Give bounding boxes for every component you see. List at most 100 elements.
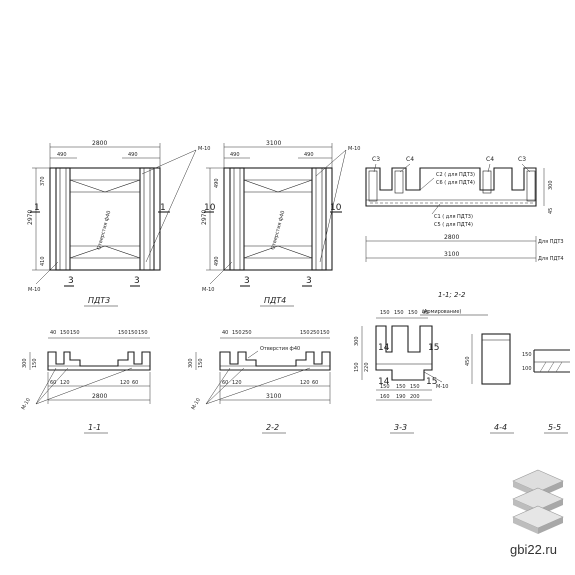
plan-a-d1: 370 [40, 176, 46, 186]
s11-top-d1: 40 [50, 330, 56, 336]
s33-h2: 150 [354, 362, 360, 372]
s11-top-r3: 150 [138, 330, 148, 336]
s11-bot-d2: 120 [60, 380, 70, 386]
section-1-1: 40 150 150 150 150 150 300 150 60 120 12… [21, 330, 151, 434]
section-3-3: 1-1; 2-2 (Армирование) 150 150 150 40 30… [354, 291, 488, 434]
s11-h2: 150 [32, 358, 38, 368]
reinforcement-view: С3 С4 С4 С3 С2 ( для ПДТ3) С6 ( для ПДТ4… [365, 156, 564, 262]
s22-opening: Отверстия ф40 [260, 346, 300, 352]
s22-top-d2: 150 [232, 330, 242, 336]
section-2-2: 40 150 250 150 250 150 300 150 Отверстия… [188, 330, 331, 434]
s33-mark14-a: 14 [378, 343, 390, 353]
plan-a-section-left: 1 [34, 203, 40, 213]
s33-bot2-d2: 190 [396, 394, 406, 400]
s33-mark15-b: 15 [426, 377, 437, 387]
s33-bot-d2: 150 [396, 384, 406, 390]
reinf-note-pdt4: Для ПДТ4 [538, 256, 564, 262]
reinf-width-pdt3: 2800 [444, 234, 459, 241]
plan-a-mark-bottom: М-10 [28, 287, 40, 293]
reinf-c4-left: С4 [406, 156, 414, 163]
reinf-c2: С2 ( для ПДТ3) [436, 172, 475, 178]
s33-h: 300 [354, 336, 360, 346]
plan-b-mark-bottom: М-10 [202, 287, 214, 293]
s22-bot-r2: 60 [312, 380, 318, 386]
reinf-c3-right: С3 [518, 156, 526, 163]
plan-a-height: 2970 [27, 210, 34, 225]
plan-a-section-right: 1 [160, 203, 166, 213]
reinf-c1: С1 ( для ПДТ3) [434, 214, 473, 220]
plan-a-width: 2800 [92, 140, 107, 147]
s11-bot-d1: 60 [50, 380, 56, 386]
plan-b-mark: М-10 [348, 146, 360, 152]
s33-bot2-d1: 160 [380, 394, 390, 400]
plan-b-d1: 490 [214, 178, 220, 188]
s22-top-r3: 150 [320, 330, 330, 336]
s22-bot-d1: 60 [222, 380, 228, 386]
s33-subtitle: (Армирование) [422, 309, 461, 315]
s22-top-r2: 250 [310, 330, 320, 336]
s33-top-d2: 150 [394, 310, 404, 316]
s33-top-d1: 150 [380, 310, 390, 316]
s11-top-d2: 150 [60, 330, 70, 336]
reinf-c3-left: С3 [372, 156, 380, 163]
s11-h: 300 [22, 358, 28, 368]
s22-bot-r1: 120 [300, 380, 310, 386]
plan-b-section-left: 10 [204, 203, 216, 213]
s33-mark: М-10 [436, 384, 448, 390]
plan-a-section-bottom: 3 [68, 276, 74, 286]
s55-d2: 100 [522, 366, 532, 372]
s33-h3: 220 [364, 362, 370, 372]
s22-length: 3100 [266, 393, 281, 400]
s22-top-d1: 40 [222, 330, 228, 336]
s55-d1: 150 [522, 352, 532, 358]
s33-top-d3: 150 [408, 310, 418, 316]
s22-h: 300 [188, 358, 194, 368]
s22-mark: М-10 [191, 397, 202, 411]
reinf-height: 300 [548, 180, 554, 190]
s11-top-d3: 150 [70, 330, 80, 336]
reinf-width-pdt4: 3100 [444, 251, 459, 258]
s22-h2: 150 [198, 358, 204, 368]
caption-3-3: 3-3 [394, 423, 407, 432]
plan-b-width: 3100 [266, 140, 281, 147]
s22-bot-d2: 120 [232, 380, 242, 386]
plan-a-mark: М-10 [198, 146, 210, 152]
s33-title: 1-1; 2-2 [438, 291, 466, 299]
caption-5-5: 5-5 [548, 423, 561, 432]
reinf-height2: 45 [548, 208, 554, 214]
s22-top-r1: 150 [300, 330, 310, 336]
reinf-c4-right: С4 [486, 156, 494, 163]
s44-h: 450 [465, 356, 471, 366]
section-4-4: 450 4-4 [465, 333, 514, 434]
s11-bot-r1: 120 [120, 380, 130, 386]
plan-a-d2: 410 [40, 256, 46, 266]
watermark-text: gbi22.ru [510, 542, 557, 557]
s11-mark: М-10 [21, 397, 32, 411]
caption-1-1: 1-1 [88, 423, 101, 432]
plan-b-section-bottom: 3 [244, 276, 250, 286]
plan-view-pdt4: 3100 490 490 2970 490 490 10 10 3 3 [201, 140, 360, 307]
plan-b-opening: Отверстия ф40 [270, 210, 286, 250]
plan-b-d2: 490 [214, 256, 220, 266]
plan-b-section-bottom-r: 3 [306, 276, 312, 286]
s11-bot-r2: 60 [132, 380, 138, 386]
s11-top-r1: 150 [118, 330, 128, 336]
caption-2-2: 2-2 [266, 423, 279, 432]
s33-mark14-b: 14 [378, 377, 390, 387]
site-logo-icon [512, 469, 564, 534]
plan-a-part-r: 490 [128, 152, 138, 158]
s33-mark15-a: 15 [428, 343, 439, 353]
s33-top-d4: 40 [422, 310, 428, 316]
s33-bot-d3: 150 [410, 384, 420, 390]
plan-a-opening: Отверстия ф40 [96, 210, 112, 250]
plan-view-pdt3: 2800 490 490 2970 370 410 1 1 3 [27, 140, 210, 307]
plan-b-section-right: 10 [330, 203, 342, 213]
caption-pdt4: ПДТ4 [264, 296, 286, 305]
s11-length: 2800 [92, 393, 107, 400]
plan-b-part: 490 [230, 152, 240, 158]
s11-top-r2: 150 [128, 330, 138, 336]
plan-a-section-bottom-r: 3 [134, 276, 140, 286]
section-5-5: 150 100 5-5 [522, 349, 570, 434]
caption-4-4: 4-4 [494, 423, 507, 432]
